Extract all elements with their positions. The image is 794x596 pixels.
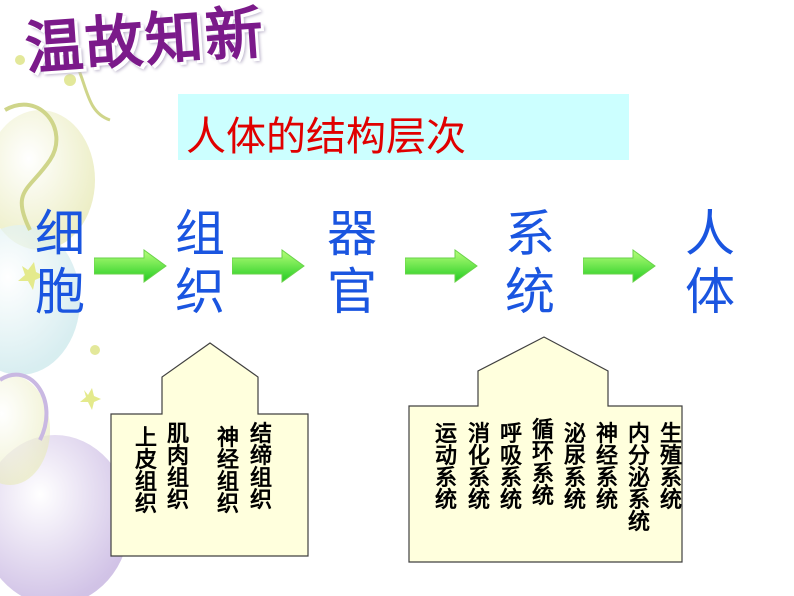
subtitle: 人体的结构层次 <box>186 114 466 160</box>
system-item: 循环系统 <box>531 418 554 509</box>
system-item: 生殖系统 <box>659 422 682 513</box>
level-organ: 器官 <box>327 205 377 321</box>
level-cell: 细胞 <box>35 205 85 321</box>
level-system: 系统 <box>505 205 555 321</box>
system-item: 消化系统 <box>467 422 490 513</box>
star-decoration <box>80 388 101 410</box>
system-item: 神经系统 <box>595 422 618 513</box>
level-body: 人体 <box>685 205 735 321</box>
swirl-decoration <box>0 372 49 441</box>
arrow-right-icon <box>94 249 167 283</box>
tissue-callout-box <box>110 342 309 557</box>
subtitle-highlight <box>178 94 629 160</box>
level-tissue: 组织 <box>175 205 225 321</box>
tissue-item: 神经组织 <box>216 426 239 517</box>
system-callout-box <box>408 336 683 563</box>
tissue-item: 上皮组织 <box>134 426 157 517</box>
system-item: 内分泌系统 <box>627 422 650 535</box>
tissue-item: 结缔组织 <box>249 422 272 513</box>
system-item: 泌尿系统 <box>563 422 586 513</box>
tissue-item: 肌肉组织 <box>166 422 189 513</box>
arrow-right-icon <box>583 249 656 283</box>
page-title: 温故知新 <box>22 0 268 83</box>
dot-decoration <box>15 55 25 65</box>
balloon-decoration <box>0 375 50 485</box>
arrow-right-icon <box>405 249 478 283</box>
arrow-right-icon <box>232 249 305 283</box>
dot-decoration <box>90 345 100 355</box>
system-item: 运动系统 <box>434 422 457 513</box>
system-item: 呼吸系统 <box>499 422 522 513</box>
